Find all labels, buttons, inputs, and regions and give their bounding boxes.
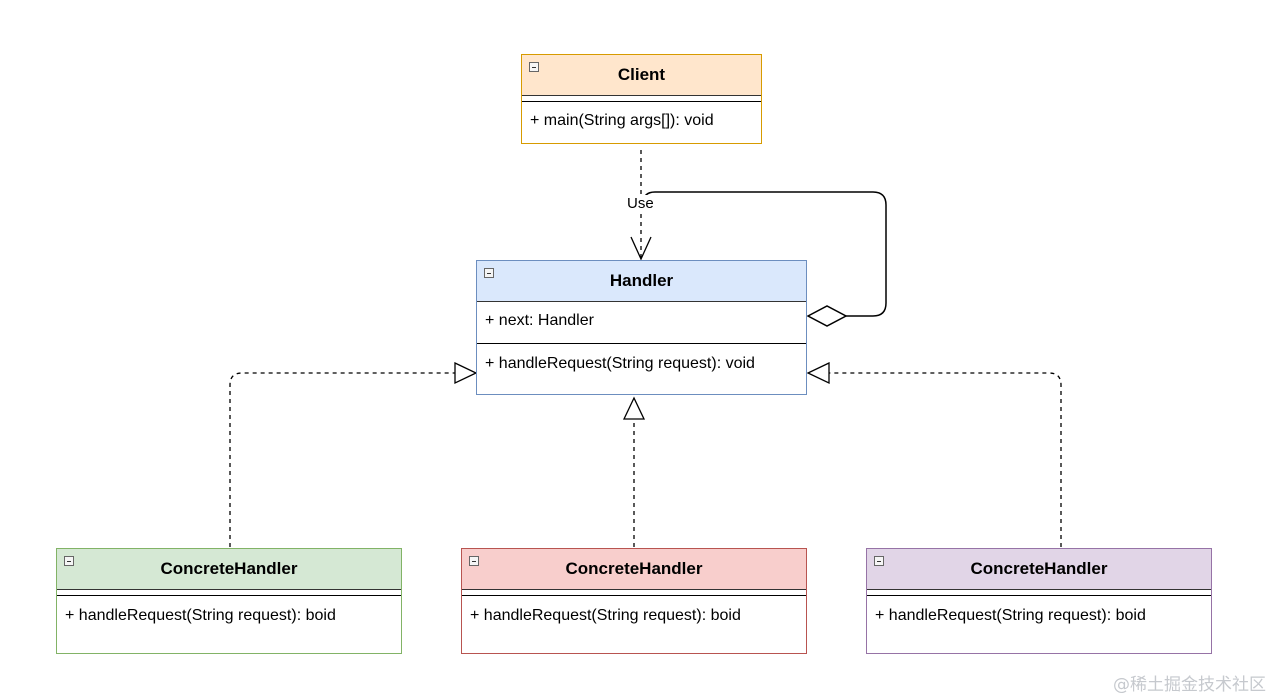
concrete-handler-divider [57,590,401,596]
concrete-handler-method: + handleRequest(String request): boid [470,607,741,624]
concrete-handler-name: ConcreteHandler [160,559,298,578]
handler-class-name: Handler [609,271,674,290]
collapse-icon[interactable] [529,62,539,72]
concrete-handler-method: + handleRequest(String request): boid [875,607,1146,624]
client-class-divider [522,96,761,102]
collapse-icon[interactable] [484,268,494,278]
concrete-handler-header: ConcreteHandler [57,549,401,590]
collapse-icon[interactable] [874,556,884,566]
realization-triangle-left [454,361,478,385]
collapse-icon[interactable] [64,556,74,566]
concrete-handler-class[interactable]: ConcreteHandler + handleRequest(String r… [866,548,1212,654]
client-class[interactable]: Client + main(String args[]): void [521,54,762,144]
realization-triangle-middle [622,396,646,420]
realization-triangle-right [806,361,830,385]
realization-line-left [229,372,455,547]
concrete-handler-class[interactable]: ConcreteHandler + handleRequest(String r… [461,548,807,654]
handler-attribute: + next: Handler [485,312,594,329]
handler-class-header: Handler [477,261,806,302]
concrete-handler-divider [867,590,1211,596]
use-edge-label: Use [626,195,655,212]
aggregation-diamond [806,305,848,327]
collapse-icon[interactable] [469,556,479,566]
concrete-handler-header: ConcreteHandler [462,549,806,590]
concrete-handler-name: ConcreteHandler [970,559,1108,578]
next-aggregation-line [642,191,887,317]
concrete-handler-method: + handleRequest(String request): boid [65,607,336,624]
concrete-handler-name: ConcreteHandler [565,559,703,578]
client-method: + main(String args[]): void [530,112,714,129]
handler-class[interactable]: Handler + next: Handler + handleRequest(… [476,260,807,395]
realization-line-right [829,372,1062,547]
handler-class-divider [477,338,806,344]
client-class-name: Client [617,65,666,84]
concrete-handler-divider [462,590,806,596]
watermark: @稀土掘金技术社区 [1113,675,1266,695]
concrete-handler-class[interactable]: ConcreteHandler + handleRequest(String r… [56,548,402,654]
concrete-handler-header: ConcreteHandler [867,549,1211,590]
use-dependency-arrowhead [630,236,652,261]
handler-method: + handleRequest(String request): void [485,355,755,372]
client-class-header: Client [522,55,761,96]
